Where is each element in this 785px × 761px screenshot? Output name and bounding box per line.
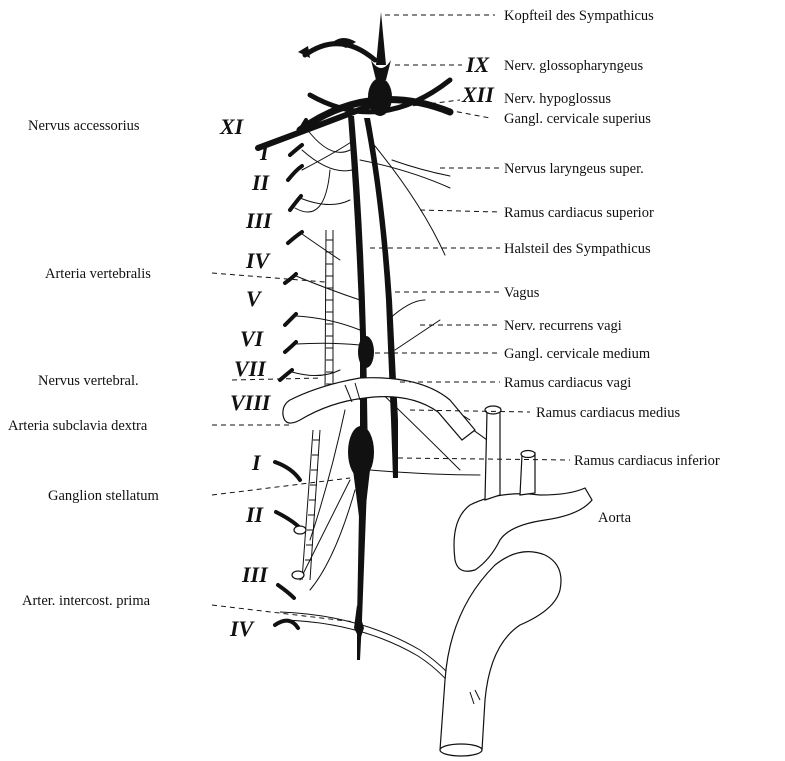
- cervical-numeral: IV: [245, 248, 272, 273]
- thoracic-hooks: [275, 462, 306, 628]
- label-laryngeus: Nervus laryngeus super.: [504, 161, 644, 177]
- cervical-numeral: III: [245, 208, 273, 233]
- thoracic-numeral: III: [241, 562, 269, 587]
- thoracic-numeral: IV: [229, 616, 256, 641]
- label-hypo: Nerv. hypoglossus: [504, 91, 611, 107]
- label-accessorius: Nervus accessorius: [28, 118, 140, 134]
- label-ramus-card-vagi: Ramus cardiacus vagi: [504, 375, 631, 391]
- label-nerv-vert: Nervus vertebral.: [38, 373, 139, 389]
- num-accessorius: XI: [219, 114, 245, 139]
- cervical-numeral: I: [259, 140, 270, 165]
- label-gangl-med: Gangl. cervicale medium: [504, 346, 651, 362]
- cervical-numeral: V: [246, 286, 263, 311]
- intercostal-artery: [280, 612, 470, 704]
- label-art-vert: Arteria vertebralis: [45, 266, 151, 282]
- thoracic-numeral: II: [245, 502, 265, 527]
- thoracic-numeral: I: [251, 450, 262, 475]
- label-vagus: Vagus: [504, 285, 540, 301]
- label-art-subcl: Arteria subclavia dextra: [8, 418, 148, 434]
- label-ramus-card-sup: Ramus cardiacus superior: [504, 205, 654, 221]
- num-glosso: IX: [465, 52, 491, 77]
- label-gangl-sup: Gangl. cervicale superius: [504, 111, 651, 127]
- label-halsteil: Halsteil des Sympathicus: [504, 241, 651, 257]
- cervical-numeral: II: [251, 170, 271, 195]
- label-ramus-card-med: Ramus cardiacus medius: [536, 405, 681, 421]
- num-hypo: XII: [461, 82, 495, 107]
- label-gangl-stell: Ganglion stellatum: [48, 488, 159, 504]
- label-glosso: Nerv. glossopharyngeus: [504, 58, 644, 74]
- cervical-numeral: VI: [240, 326, 265, 351]
- kopfteil-spike: [376, 12, 386, 65]
- label-art-intercost: Arter. intercost. prima: [22, 593, 151, 609]
- gangl-cervicale-medium: [358, 336, 374, 368]
- cervical-numeral: VIII: [230, 390, 272, 415]
- cervical-numeral: VII: [234, 356, 267, 381]
- arteria-subclavia: [283, 378, 475, 440]
- gangl-cervicale-superius: [368, 78, 392, 116]
- label-recurrens: Nerv. recurrens vagi: [504, 318, 622, 334]
- cervical-roots: [280, 120, 306, 380]
- vagus-nerve: [364, 118, 398, 478]
- label-kopfteil: Kopfteil des Sympathicus: [504, 8, 654, 24]
- thoracic-vessel: [302, 430, 320, 580]
- label-ramus-card-inf: Ramus cardiacus inferior: [574, 453, 720, 469]
- stellatum-tail: [353, 470, 370, 540]
- label-aorta: Aorta: [598, 510, 632, 526]
